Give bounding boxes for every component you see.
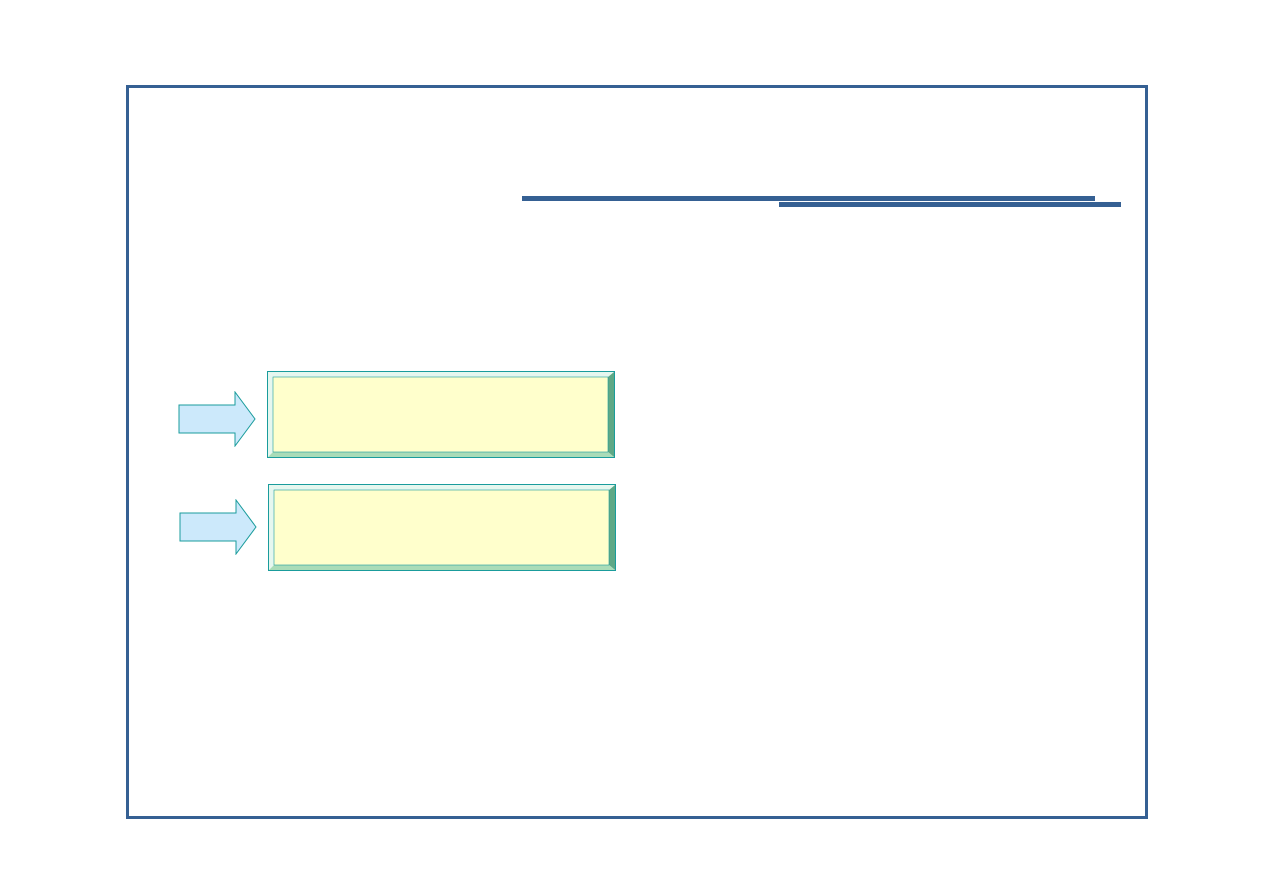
title-underline-lower (779, 202, 1121, 207)
right-arrow-icon (179, 499, 257, 555)
slide-frame (126, 85, 1148, 819)
bevel-box-1 (267, 371, 615, 458)
bevel-box-2 (268, 484, 616, 571)
box-2-text (278, 494, 606, 561)
bevel-box-shape (268, 484, 616, 571)
bevel-box-shape (267, 371, 615, 458)
box-1-text (277, 381, 605, 448)
right-arrow-icon (178, 391, 256, 447)
title-underline-upper (522, 196, 1095, 201)
